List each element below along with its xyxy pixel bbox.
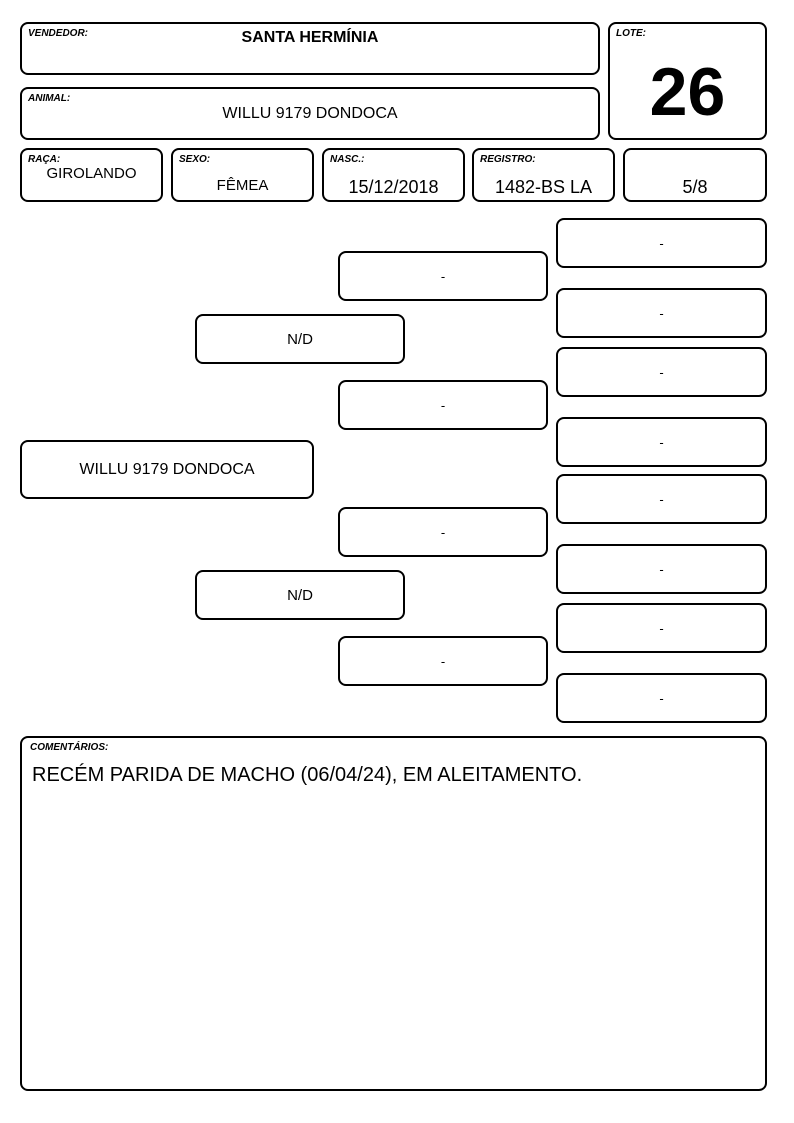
comments-label: COMENTÁRIOS:	[30, 742, 109, 753]
vendedor-label: VENDEDOR:	[28, 28, 89, 39]
pedigree-great-grandparent: -	[556, 673, 767, 723]
pedigree-grandparent: -	[338, 251, 548, 301]
grau-value: 5/8	[682, 177, 708, 197]
pedigree-great-grandparent: -	[556, 474, 767, 524]
animal-value: WILLU 9179 DONDOCA	[222, 105, 398, 122]
pedigree-dam: N/D	[195, 570, 405, 620]
raca-box: RAÇA: GIROLANDO	[20, 148, 163, 202]
registro-value: 1482-BS LA	[494, 177, 593, 197]
sexo-value: FÊMEA	[216, 177, 269, 194]
pedigree-great-grandparent: -	[556, 218, 767, 268]
pedigree-great-grandparent: -	[556, 347, 767, 397]
sexo-box: SEXO: FÊMEA	[171, 148, 314, 202]
lote-label: LOTE:	[616, 28, 646, 39]
sexo-label: SEXO:	[179, 154, 211, 165]
lote-number: 26	[649, 54, 726, 130]
nasc-box: NASC.: 15/12/2018	[322, 148, 465, 202]
pedigree-great-grandparent: -	[556, 417, 767, 467]
nasc-value: 15/12/2018	[348, 177, 439, 197]
animal-label: ANIMAL:	[28, 93, 71, 104]
comments-text: RECÉM PARIDA DE MACHO (06/04/24), EM ALE…	[32, 764, 583, 786]
vendedor-box: VENDEDOR: SANTA HERMÍNIA	[20, 22, 600, 75]
animal-box: ANIMAL: WILLU 9179 DONDOCA	[20, 87, 600, 140]
raca-label: RAÇA:	[28, 154, 61, 165]
grau-box: 5/8	[623, 148, 767, 202]
nasc-label: NASC.:	[330, 154, 365, 165]
raca-value: GIROLANDO	[46, 165, 137, 182]
registro-label: REGISTRO:	[480, 154, 536, 165]
pedigree-great-grandparent: -	[556, 288, 767, 338]
pedigree-grandparent: -	[338, 380, 548, 430]
pedigree-great-grandparent: -	[556, 603, 767, 653]
registro-box: REGISTRO: 1482-BS LA	[472, 148, 615, 202]
lote-box: LOTE: 26	[608, 22, 767, 140]
pedigree-grandparent: -	[338, 636, 548, 686]
pedigree-sire: N/D	[195, 314, 405, 364]
pedigree-great-grandparent: -	[556, 544, 767, 594]
comments-box: COMENTÁRIOS: RECÉM PARIDA DE MACHO (06/0…	[20, 736, 767, 1091]
pedigree-animal: WILLU 9179 DONDOCA	[20, 440, 314, 499]
pedigree-grandparent: -	[338, 507, 548, 557]
vendedor-value: SANTA HERMÍNIA	[241, 29, 379, 46]
